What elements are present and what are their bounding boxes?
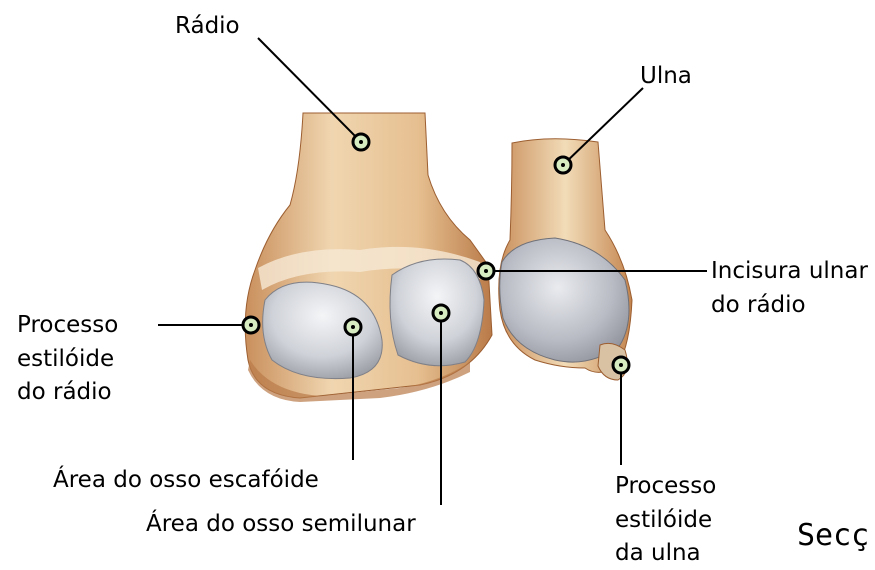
label-lunate-area: Área do osso semilunar: [146, 510, 416, 538]
label-radial-styloid-line3: do rádio: [17, 378, 112, 406]
label-ulnar-notch-line2: do rádio: [711, 291, 806, 319]
radius-bone: [245, 113, 492, 402]
label-ulnar-styloid-line3: da ulna: [615, 539, 701, 567]
marker-radius: [353, 134, 369, 150]
cut-off-text: Secç: [797, 518, 869, 553]
label-ulnar-styloid-line2: estilóide: [615, 506, 712, 534]
marker-ulnar-notch: [478, 263, 494, 279]
label-radius: Rádio: [175, 12, 240, 40]
marker-ulnar-styloid: [613, 357, 629, 373]
label-ulnar-notch-line1: Incisura ulnar: [711, 257, 868, 285]
label-radial-styloid-line1: Processo: [17, 311, 118, 339]
marker-ulna: [555, 157, 571, 173]
label-ulna: Ulna: [640, 62, 692, 90]
marker-radial-styloid: [243, 317, 259, 333]
label-ulnar-styloid-line1: Processo: [615, 472, 716, 500]
marker-scaphoid-area: [345, 319, 361, 335]
marker-lunate-area: [433, 305, 449, 321]
ulna-bone: [499, 139, 632, 380]
label-radial-styloid-line2: estilóide: [17, 345, 114, 373]
label-scaphoid-area: Área do osso escafóide: [53, 466, 319, 494]
